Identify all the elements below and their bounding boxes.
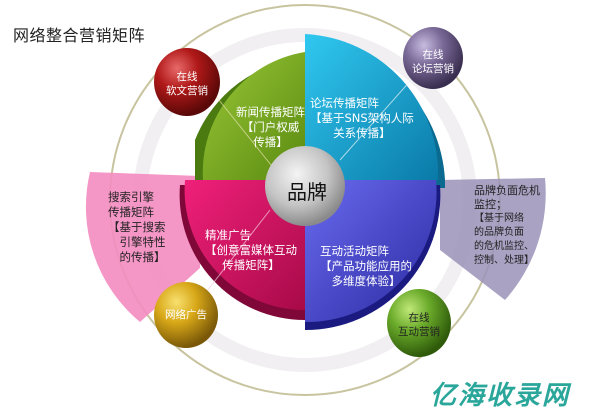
quadrant-interactive-label: 互动活动矩阵【产品功能应用的多维度体验】 (320, 244, 412, 288)
ball-web-ads (154, 282, 218, 348)
center-brand-circle (265, 146, 345, 226)
watermark: 亿海收录网 (430, 381, 571, 411)
quadrant-news-label: 新闻传播矩阵【门户权威传播】 (236, 105, 305, 149)
search-panel (85, 172, 200, 322)
ball-web-ads-label: 网络广告 (165, 309, 207, 321)
ball-interactive-marketing-label: 在线互动营销 (398, 312, 440, 338)
quadrant-ads (184, 180, 305, 311)
quadrant-forum-label: 论坛传播矩阵【基于SNS架构人际关系传播】 (310, 96, 414, 140)
quadrant-interactive (305, 180, 437, 323)
ball-soft-article (154, 48, 220, 116)
quadrant-forum (305, 34, 439, 180)
ball-interactive-marketing (387, 289, 451, 357)
center-label: 品牌 (287, 180, 327, 204)
ball-forum-marketing (403, 27, 463, 89)
crisis-panel (440, 178, 546, 300)
ball-soft-article-label: 在线软文营销 (166, 71, 208, 97)
diagram-title: 网络整合营销矩阵 (13, 26, 146, 45)
ball-forum-marketing-label: 在线论坛营销 (412, 49, 454, 75)
crisis-panel-label: 品牌负面危机监控；【基于网络的品牌负面的危机监控、控制、处理】 (474, 184, 540, 266)
search-panel-label: 搜索引擎传播矩阵【基于搜索引擎特性的传播】 (108, 190, 166, 264)
quadrant-ads-label: 精准广告【创意富媒体互动传播矩阵】 (205, 228, 297, 272)
quadrant-news (202, 52, 305, 180)
